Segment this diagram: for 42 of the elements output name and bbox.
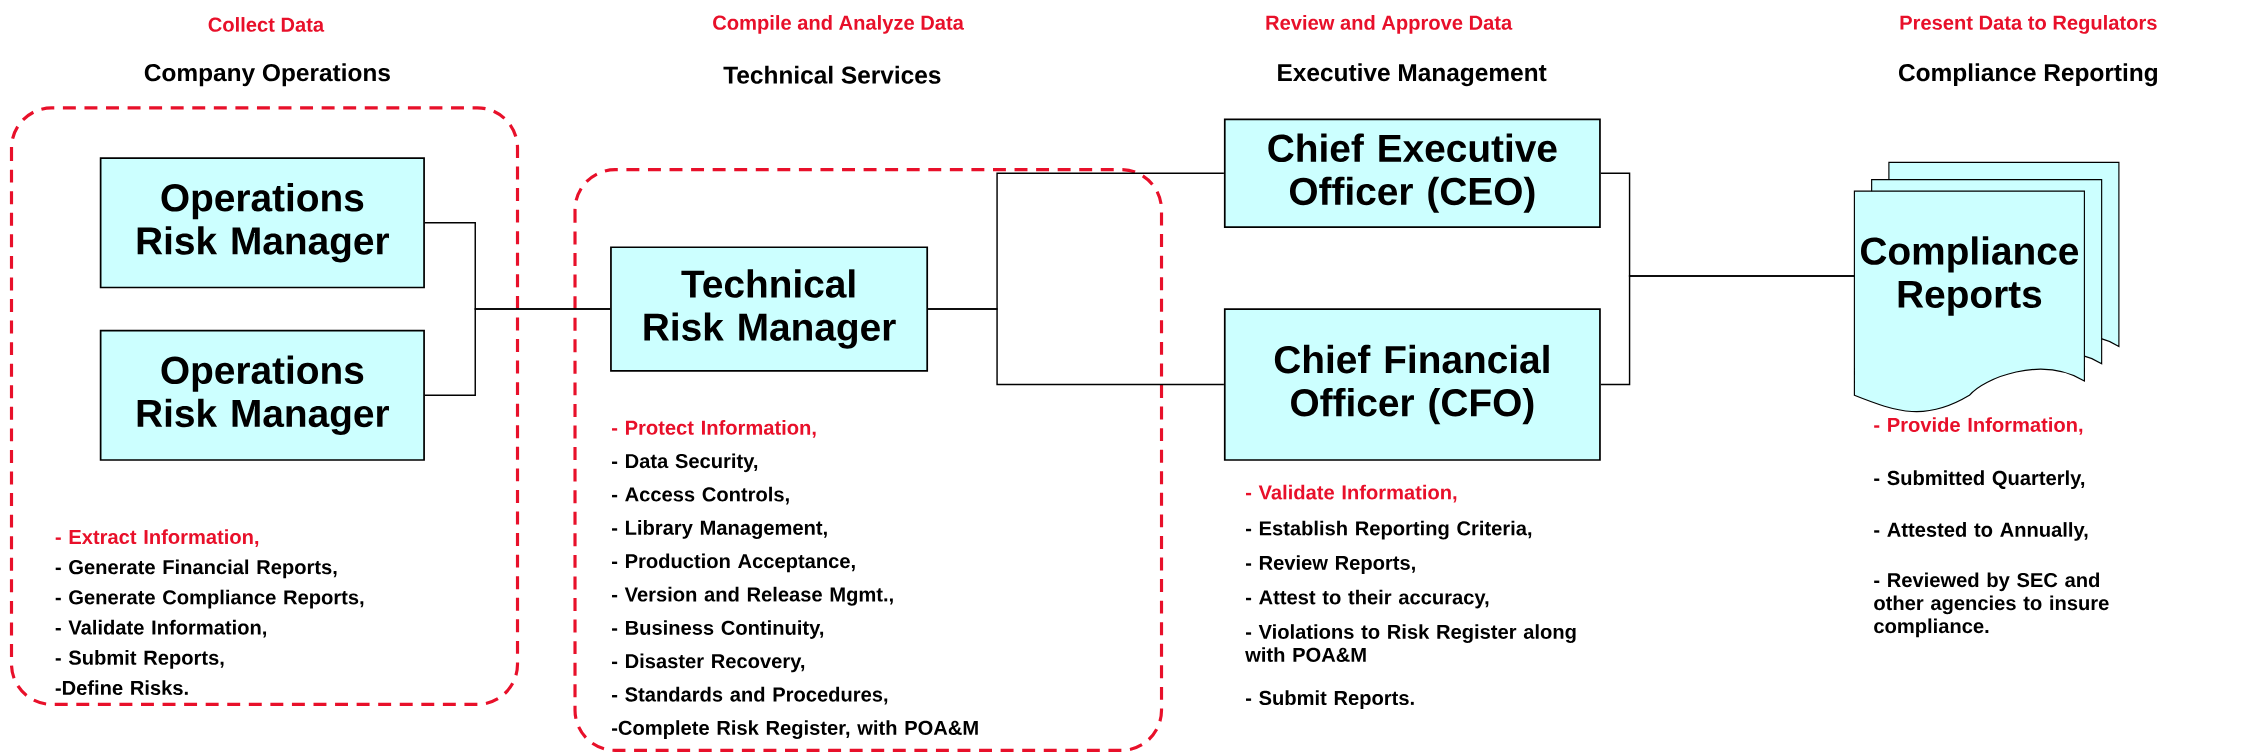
connector-line: [927, 308, 1225, 386]
bullet-item: - Attested to Annually,: [1874, 522, 2088, 541]
bullet-item: - Data Security,: [612, 453, 758, 473]
role-box: Operations Risk Manager: [99, 329, 425, 462]
bullet-item: - Review Reports,: [1245, 555, 1415, 575]
column-heading: Company Operations: [144, 63, 390, 87]
role-box: Technical Risk Manager: [610, 246, 929, 372]
section-heading: Collect Data: [208, 17, 325, 32]
section-heading: Review and Approve Data: [1266, 15, 1513, 34]
section-heading: Present Data to Regulators: [1900, 15, 2157, 34]
bullet-item: - Generate Compliance Reports,: [55, 589, 364, 609]
bullet-item: - Generate Financial Reports,: [55, 559, 337, 579]
role-box: Operations Risk Manager: [99, 157, 425, 289]
bullet-item: - Extract Information,: [55, 529, 259, 548]
bullet-item: - Disaster Recovery,: [612, 653, 805, 673]
bullet-item: -Complete Risk Register, with POA&M: [612, 720, 978, 740]
bullet-item: - Business Continuity,: [612, 620, 824, 640]
bullet-item: - Access Controls,: [612, 486, 789, 505]
bullet-item: - Submit Reports,: [55, 650, 224, 669]
role-box: Chief Financial Officer (CFO): [1223, 308, 1601, 462]
connector-line: [1600, 275, 1855, 386]
bullet-item: - Production Acceptance,: [612, 553, 855, 573]
bullet-item: - Standards and Procedures,: [612, 687, 888, 705]
bullet-item: - Establish Reporting Criteria,: [1245, 520, 1532, 540]
section-heading: Compile and Analyze Data: [713, 15, 964, 34]
bullet-item: - Version and Release Mgmt.,: [612, 586, 893, 606]
bullet-item: - Submit Reports.: [1245, 690, 1414, 710]
bullet-item: - Submitted Quarterly,: [1874, 470, 2085, 490]
bullet-item: - Violations to Risk Register along with POA&M: [1245, 624, 1576, 663]
document-stack: Compliance Reports: [1853, 162, 2120, 413]
bullet-item: - Reviewed by SEC and other agencies to insure compliance.: [1874, 572, 2109, 638]
column-heading: Technical Services: [723, 65, 941, 84]
bullet-item: - Validate Information,: [1245, 484, 1457, 503]
column-heading: Executive Management: [1278, 63, 1547, 87]
role-box: Chief Executive Officer (CEO): [1223, 118, 1601, 229]
bullet-item: - Library Management,: [612, 520, 827, 540]
bullet-item: -Define Risks.: [55, 680, 188, 696]
bullet-item: - Attest to their accuracy,: [1245, 589, 1489, 609]
connector-line: [424, 308, 611, 397]
column-heading: Compliance Reporting: [1899, 63, 2158, 87]
bullet-item: - Protect Information,: [612, 420, 816, 438]
bullet-item: - Validate Information,: [55, 620, 266, 638]
